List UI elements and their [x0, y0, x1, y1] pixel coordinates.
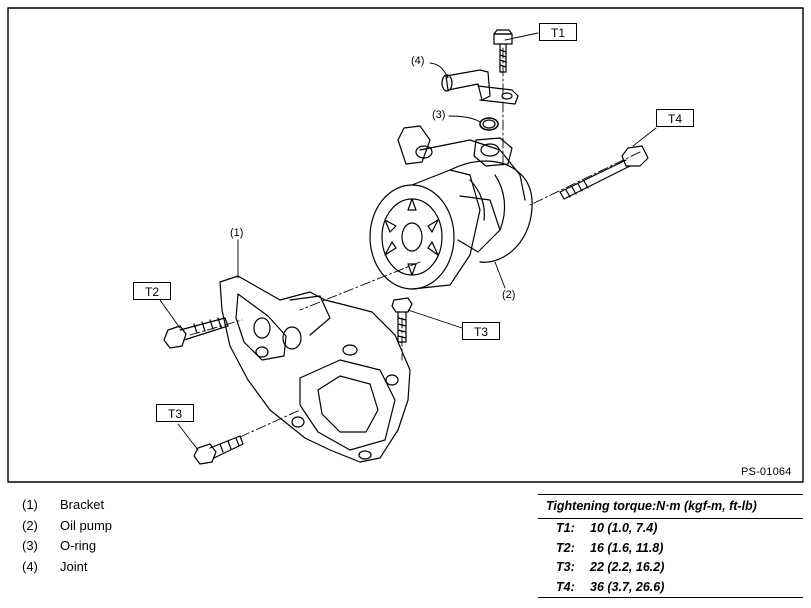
torque-value: 10 (1.0, 7.4) — [590, 521, 658, 535]
t3-bolt-upper — [391, 297, 413, 343]
torque-table-title: Tightening torque:N·m (kgf-m, ft-lb) — [538, 494, 803, 519]
joint-part — [441, 69, 519, 105]
callout-joint: (4) — [411, 55, 425, 67]
torque-row: T4: 36 (3.7, 26.6) — [538, 578, 803, 598]
torque-key: T4: — [556, 579, 575, 594]
oil-pump-part — [369, 125, 533, 290]
legend-item: (4) Joint — [22, 559, 112, 580]
torque-key: T1: — [556, 521, 575, 535]
t4-bolt — [559, 145, 649, 200]
torque-row: T2: 16 (1.6, 11.8) — [538, 539, 803, 559]
center-lines — [189, 47, 641, 438]
torque-tag-t4: T4 — [656, 109, 694, 127]
t2-bolt — [163, 317, 229, 349]
legend-label: Joint — [60, 558, 88, 574]
bracket-part — [219, 275, 411, 463]
torque-row: T3: 22 (2.2, 16.2) — [538, 558, 803, 578]
legend-num: (4) — [22, 558, 38, 574]
parts-legend: (1) Bracket (2) Oil pump (3) O-ring (4) … — [22, 497, 112, 579]
legend-item: (1) Bracket — [22, 497, 112, 518]
torque-key: T2: — [556, 540, 575, 555]
legend-num: (1) — [22, 497, 38, 512]
torque-key: T3: — [556, 560, 575, 574]
t1-bolt — [493, 29, 513, 73]
torque-table: Tightening torque:N·m (kgf-m, ft-lb) T1:… — [538, 494, 803, 598]
legend-item: (3) O-ring — [22, 538, 112, 559]
diagram-border — [7, 7, 804, 483]
o-ring-part — [479, 117, 499, 131]
torque-tag-t3-lower: T3 — [156, 404, 194, 422]
legend-label: O-ring — [60, 538, 97, 553]
callout-o-ring: (3) — [432, 109, 446, 121]
callout-oil-pump: (2) — [502, 289, 516, 301]
torque-row: T1: 10 (1.0, 7.4) — [538, 519, 803, 539]
torque-value: 16 (1.6, 11.8) — [590, 540, 664, 555]
legend-num: (2) — [22, 517, 38, 533]
exploded-view-diagram: (4) (3) (1) (2) T1 T4 T2 T3 T3 PS-01064 — [7, 7, 804, 483]
legend-num: (3) — [22, 538, 38, 553]
diagram-drawing — [7, 7, 804, 483]
legend-label: Bracket — [60, 497, 105, 512]
torque-value: 36 (3.7, 26.6) — [590, 579, 665, 594]
callout-bracket: (1) — [230, 227, 244, 239]
torque-tag-t1: T1 — [539, 23, 577, 41]
torque-value: 22 (2.2, 16.2) — [590, 560, 665, 574]
leader-lines — [159, 32, 657, 451]
t3-bolt-lower — [193, 435, 244, 465]
torque-tag-t2: T2 — [133, 282, 171, 300]
torque-tag-t3-upper: T3 — [462, 322, 500, 340]
legend-label: Oil pump — [60, 517, 113, 533]
legend-item: (2) Oil pump — [22, 518, 112, 539]
drawing-id: PS-01064 — [741, 466, 792, 478]
